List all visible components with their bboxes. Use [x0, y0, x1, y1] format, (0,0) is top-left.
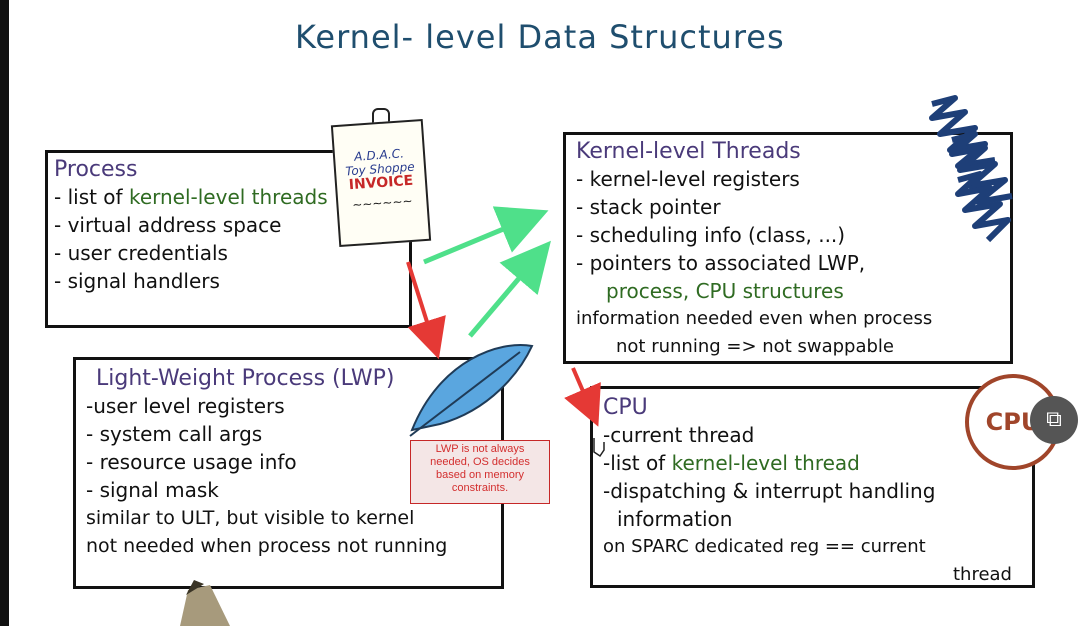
lwp-note: similar to ULT, but visible to kernel: [86, 507, 415, 529]
left-border: [0, 0, 9, 626]
cpu-note: on SPARC dedicated reg == current: [603, 536, 926, 557]
lwp-line: - signal mask: [86, 478, 219, 502]
kernel-threads-box: Kernel-level Threads - kernel-level regi…: [563, 132, 1013, 364]
process-heading: Process: [54, 157, 138, 182]
arrow-lwp-to-klt: [468, 240, 551, 338]
kernel-threads-line: - pointers to associated LWP,: [576, 251, 866, 275]
screen-toggle-icon[interactable]: ⧉: [1030, 396, 1078, 444]
process-line: - user credentials: [54, 241, 228, 265]
kernel-threads-heading: Kernel-level Threads: [576, 139, 801, 164]
lwp-line: -user level registers: [86, 394, 285, 418]
process-line: - virtual address space: [54, 213, 282, 237]
lwp-line: - system call args: [86, 422, 263, 446]
pen-tip-icon: [180, 580, 230, 626]
lwp-tooltip: LWP is not always needed, OS decides bas…: [410, 440, 550, 504]
cpu-heading: CPU: [603, 395, 648, 420]
cpu-line: -current thread: [603, 423, 755, 447]
page-title: Kernel- level Data Structures: [295, 18, 785, 56]
cpu-box: CPU -current thread -list of kernel-leve…: [590, 386, 1035, 588]
process-line: - list of kernel-level threads: [54, 185, 328, 209]
lwp-heading: Light-Weight Process (LWP): [96, 366, 395, 391]
lwp-note: not needed when process not running: [86, 535, 448, 557]
kernel-threads-line: process, CPU structures: [606, 279, 844, 303]
cpu-line: information: [617, 507, 733, 531]
lwp-line: - resource usage info: [86, 450, 297, 474]
arrow-process-to-lwp: [406, 261, 446, 360]
kernel-threads-note: not running => not swappable: [616, 336, 894, 357]
feather-icon: [409, 344, 534, 437]
kernel-threads-note: information needed even when process: [576, 308, 933, 329]
kernel-threads-line: - stack pointer: [576, 195, 721, 219]
process-line: - signal handlers: [54, 269, 220, 293]
kernel-threads-line: - kernel-level registers: [576, 167, 800, 191]
kernel-threads-line: - scheduling info (class, ...): [576, 223, 846, 247]
cpu-note: thread: [952, 564, 1012, 585]
cpu-line: -list of kernel-level thread: [603, 451, 860, 475]
pointer-hand-icon: [593, 438, 605, 458]
arrow-process-to-klt: [423, 206, 549, 265]
arrow-klt-to-cpu: [564, 367, 601, 427]
cpu-line: -dispatching & interrupt handling: [603, 479, 936, 503]
threads-squiggle-icon: [929, 95, 1013, 243]
